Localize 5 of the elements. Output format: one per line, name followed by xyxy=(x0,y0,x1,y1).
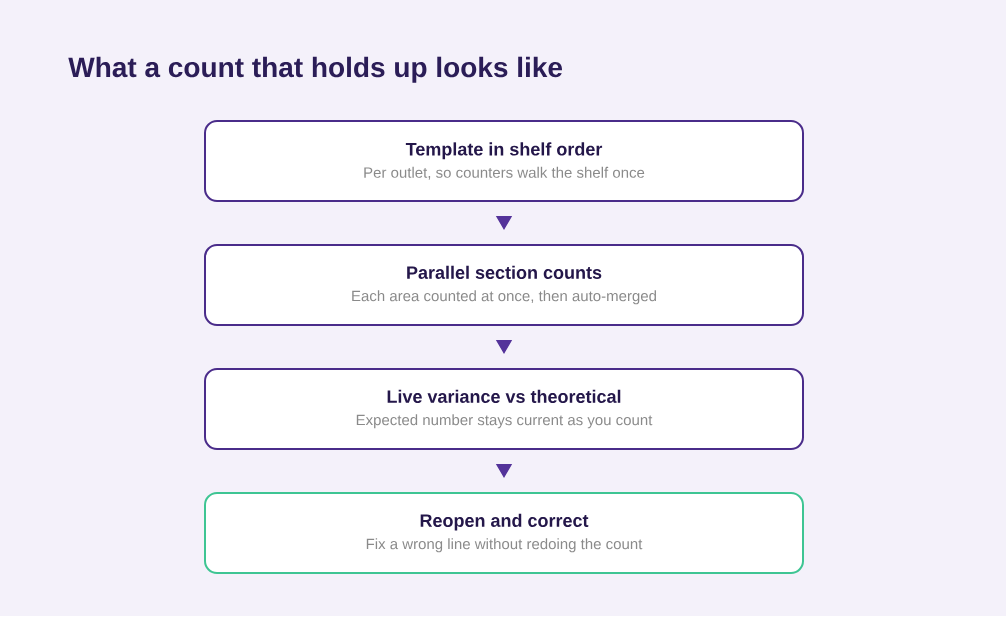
title: What a count that holds up looks like xyxy=(68,56,562,83)
process-box: Reopen and correct Fix a wrong line without redoing the count xyxy=(204,492,804,574)
process-box: Live variance vs theoretical Expected number stays current as you count xyxy=(204,368,804,450)
process-box: Parallel section counts Each area counted at once, then auto-merged xyxy=(204,244,804,326)
process-box: Template in shelf order Per outlet, so counters walk the shelf once xyxy=(204,120,804,202)
